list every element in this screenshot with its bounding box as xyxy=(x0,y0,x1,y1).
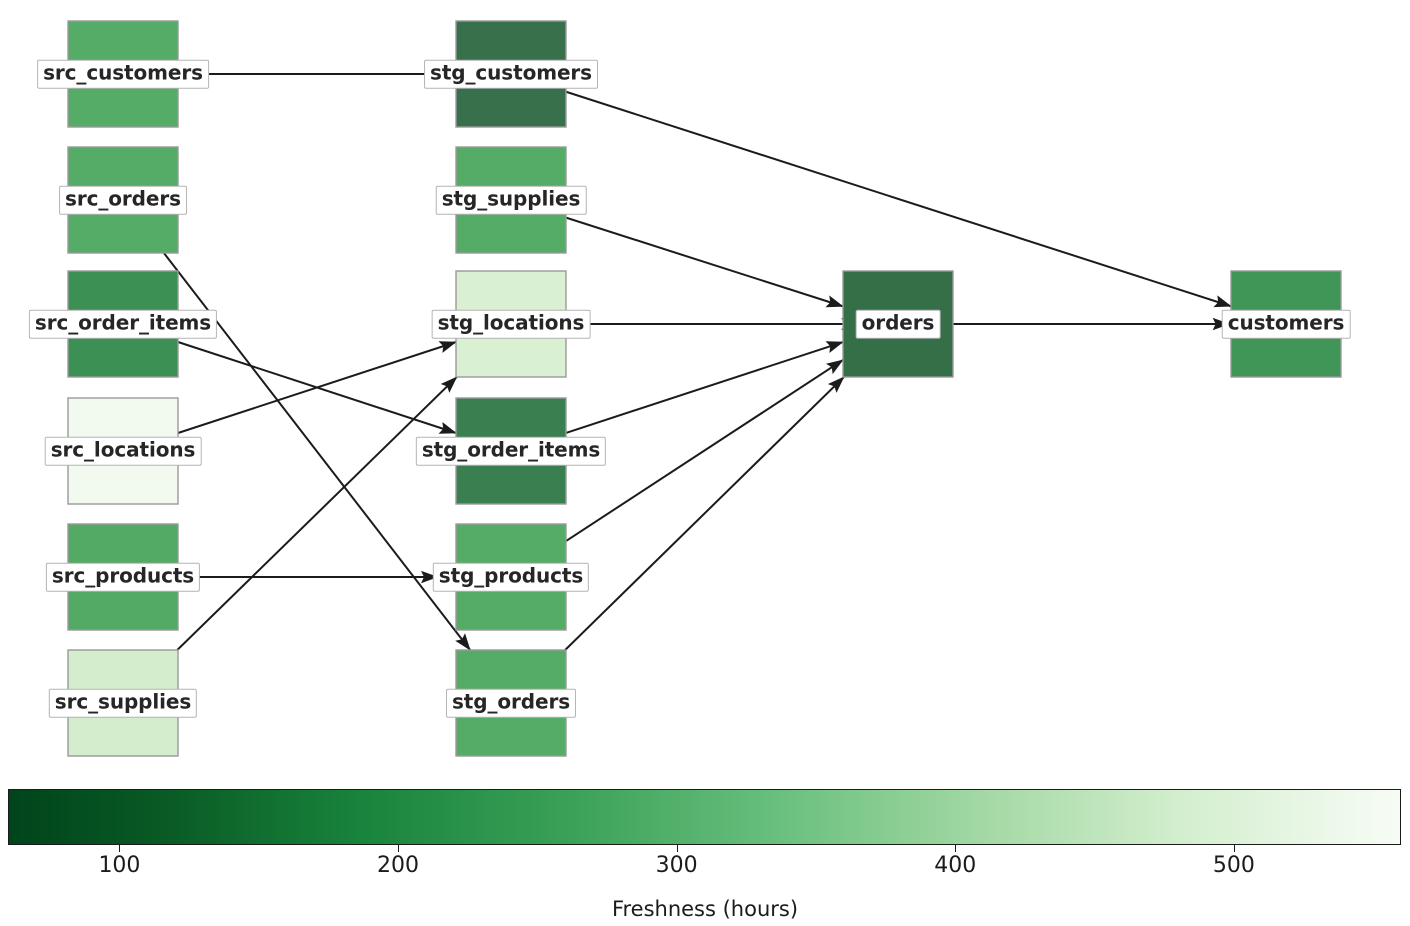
edge-stg_customers-to-customers xyxy=(565,90,1232,308)
colorbar-tick-300 xyxy=(676,845,678,852)
node-label-src_locations[interactable]: src_locations xyxy=(44,436,202,466)
node-label-src_supplies[interactable]: src_supplies xyxy=(48,688,198,718)
node-label-stg_customers[interactable]: stg_customers xyxy=(424,59,598,89)
node-label-stg_supplies[interactable]: stg_supplies xyxy=(435,185,587,215)
colorbar: 100 200 300 400 500 xyxy=(8,789,1401,878)
edge-stg_products-to-orders xyxy=(565,359,844,542)
edge-stg_order_items-to-orders xyxy=(565,341,844,434)
node-label-customers[interactable]: customers xyxy=(1221,309,1351,339)
edge-stg_supplies-to-orders xyxy=(565,216,844,308)
colorbar-tick-label-400: 400 xyxy=(934,853,977,878)
node-label-stg_order_items[interactable]: stg_order_items xyxy=(415,436,607,466)
colorbar-tick-label-100: 100 xyxy=(98,853,141,878)
edge-src_supplies-to-stg_locations xyxy=(176,376,458,651)
colorbar-tick-200 xyxy=(398,845,400,852)
node-label-stg_products[interactable]: stg_products xyxy=(432,562,590,592)
colorbar-tick-label-200: 200 xyxy=(377,853,420,878)
node-label-orders[interactable]: orders xyxy=(855,309,941,339)
edge-src_locations-to-stg_locations xyxy=(177,341,457,434)
colorbar-axis-label: Freshness (hours) xyxy=(611,897,799,921)
node-label-stg_orders[interactable]: stg_orders xyxy=(445,688,577,718)
colorbar-tick-label-300: 300 xyxy=(655,853,698,878)
colorbar-tick-100 xyxy=(119,845,121,852)
edge-layer xyxy=(163,73,1232,651)
node-label-stg_locations[interactable]: stg_locations xyxy=(431,309,591,339)
colorbar-tick-label-500: 500 xyxy=(1212,853,1255,878)
node-label-src_customers[interactable]: src_customers xyxy=(37,59,209,89)
edge-stg_orders-to-orders xyxy=(564,376,845,651)
node-label-src_orders[interactable]: src_orders xyxy=(59,185,187,215)
node-label-src_products[interactable]: src_products xyxy=(45,562,201,592)
colorbar-tick-500 xyxy=(1233,845,1235,852)
colorbar-gradient xyxy=(8,789,1401,845)
node-label-src_order_items[interactable]: src_order_items xyxy=(28,309,218,339)
colorbar-tick-400 xyxy=(955,845,957,852)
